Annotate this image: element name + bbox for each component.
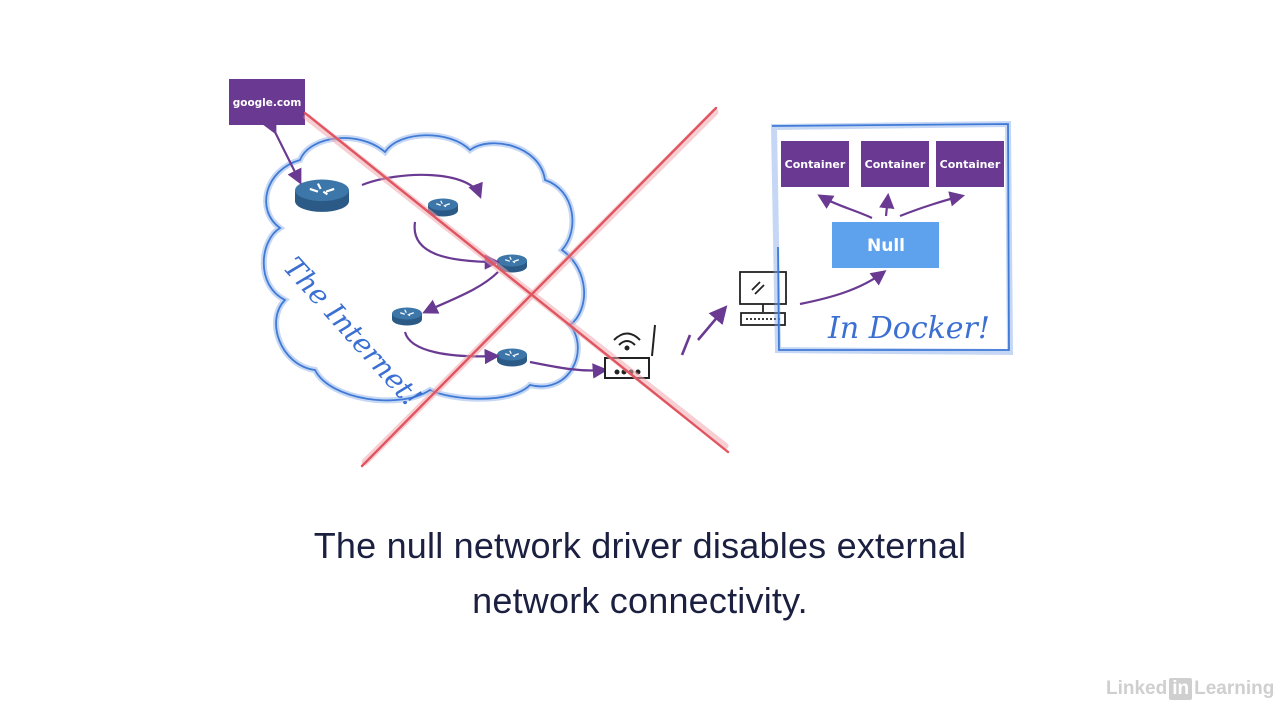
caption-line-2: network connectivity.: [472, 580, 808, 621]
docker-frame: In Docker!: [770, 120, 1014, 356]
docker-label: In Docker!: [827, 311, 990, 346]
router-icon: [496, 347, 528, 368]
caption-line-1: The null network driver disables externa…: [313, 525, 967, 566]
linkedin-learning-logo: Linked in Learning: [1106, 678, 1274, 700]
disabled-cross: [303, 106, 730, 468]
container-box: Container: [861, 141, 929, 187]
docker-arrows: [799, 191, 965, 306]
null-driver-box: Null: [832, 222, 939, 268]
internet-arrows: [262, 117, 609, 379]
google-com-label: google.com: [233, 97, 302, 109]
container-box: Container: [936, 141, 1004, 187]
container-label: Container: [940, 158, 1001, 171]
internet-cloud: The Internet!: [260, 132, 587, 414]
google-com-box: google.com: [229, 79, 305, 125]
watermark-left: Linked: [1106, 678, 1168, 699]
router-to-computer-arrow: [680, 305, 728, 356]
watermark-right: Learning: [1194, 678, 1275, 699]
container-label: Container: [865, 158, 926, 171]
router-icon: [293, 178, 351, 213]
container-label: Container: [785, 158, 846, 171]
container-box: Container: [781, 141, 849, 187]
watermark-in: in: [1169, 678, 1193, 700]
null-driver-label: Null: [867, 236, 905, 256]
router-icon: [391, 306, 423, 327]
